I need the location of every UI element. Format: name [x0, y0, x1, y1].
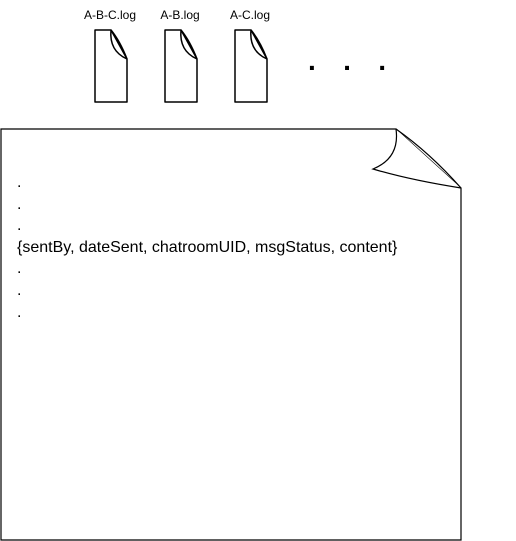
document-line: .	[17, 217, 22, 235]
more-files-ellipsis: · · ·	[308, 52, 397, 83]
document-line: .	[17, 195, 22, 213]
document-line: .	[17, 260, 22, 278]
file-label-a-b-c: A-B-C.log	[83, 8, 136, 22]
document-line: .	[17, 174, 22, 191]
file-label-a-c: A-C.log	[229, 8, 270, 22]
document-line: .	[17, 281, 22, 299]
file-icon	[164, 29, 198, 103]
log-document-content: . . . {sentBy, dateSent, chatroomUID, ms…	[17, 172, 397, 323]
file-icon	[94, 29, 128, 103]
log-document-shape	[0, 128, 462, 541]
record-schema-line: {sentBy, dateSent, chatroomUID, msgStatu…	[17, 238, 398, 256]
document-line: .	[17, 303, 22, 321]
file-label-a-b: A-B.log	[160, 8, 200, 22]
file-icon	[234, 29, 268, 103]
